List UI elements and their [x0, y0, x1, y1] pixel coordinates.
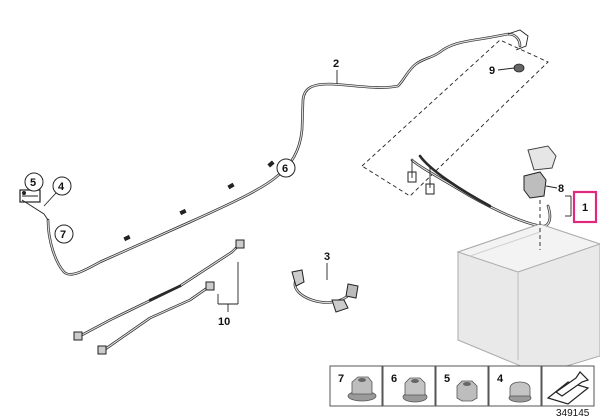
svg-text:6: 6 [391, 373, 397, 385]
svg-text:3: 3 [324, 251, 330, 263]
callout-10: 10 [218, 316, 230, 328]
svg-text:9: 9 [489, 65, 495, 77]
callout-3: 3 [324, 251, 330, 280]
callout-5: 5 [24, 172, 44, 192]
parts-strip: 7 6 5 4 [329, 365, 595, 407]
svg-text:10: 10 [218, 316, 230, 328]
svg-text:2: 2 [333, 58, 339, 70]
flange-nut-icon [347, 376, 377, 402]
svg-text:1: 1 [582, 202, 588, 214]
svg-text:7: 7 [60, 229, 66, 241]
svg-text:5: 5 [444, 373, 450, 385]
svg-text:8: 8 [558, 183, 564, 195]
highlight-frame [572, 190, 598, 224]
svg-text:4: 4 [497, 373, 504, 385]
callout-7: 7 [54, 224, 74, 244]
cable-set-10 [73, 239, 245, 355]
cable-3 [291, 269, 359, 313]
callout-1: 1 [565, 190, 598, 224]
assembly-dashed-outline [361, 39, 549, 197]
battery [456, 200, 600, 375]
callout-4: 4 [43, 176, 72, 207]
hex-nut-icon [456, 380, 478, 402]
diagram-number: 349145 [556, 408, 590, 419]
callout-8: 8 [545, 183, 564, 195]
cable-assembly-1 [407, 145, 557, 228]
cable-2 [19, 29, 529, 276]
collar-nut-icon [402, 377, 428, 403]
svg-text:6: 6 [282, 163, 288, 175]
svg-text:5: 5 [30, 177, 36, 189]
callout-6: 6 [276, 158, 296, 178]
svg-text:4: 4 [58, 181, 65, 193]
callout-9: 9 [489, 65, 515, 77]
cap-nut-icon [508, 381, 532, 403]
svg-text:7: 7 [338, 373, 344, 385]
folder-arrow-icon [546, 371, 590, 405]
callout-2: 2 [333, 58, 339, 84]
